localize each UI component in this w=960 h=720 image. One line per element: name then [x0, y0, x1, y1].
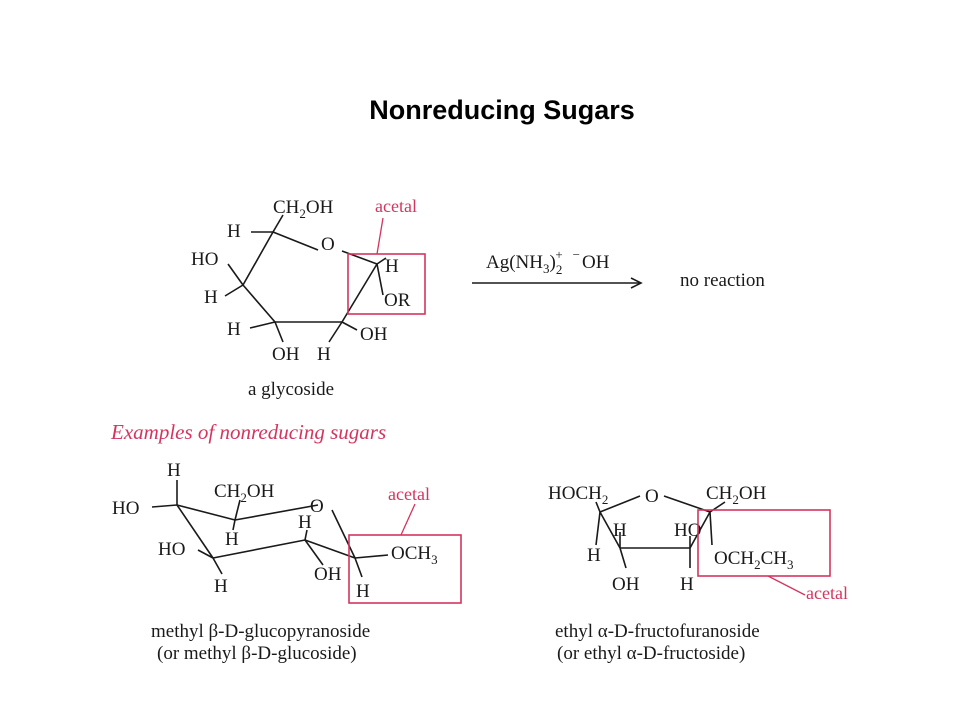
- glucoside-caption-line2: (or methyl β-D-glucoside): [157, 643, 357, 664]
- acetal-box: [347, 253, 426, 315]
- bond: [304, 539, 356, 559]
- bond: [341, 250, 378, 265]
- anomeric-h-label: H: [385, 256, 399, 277]
- bond: [234, 504, 319, 521]
- h-label: H: [587, 545, 601, 566]
- h-label: H: [317, 344, 331, 365]
- acetal-pointer: [376, 217, 384, 255]
- h-label: H: [225, 529, 239, 550]
- h-label: H: [167, 460, 181, 481]
- bond: [619, 547, 627, 569]
- glycoside-structure: CH2OH O H HO H H OH H OH H OR acetal a g…: [191, 196, 426, 400]
- fructoside-caption-line1: ethyl α-D-fructofuranoside: [555, 621, 760, 642]
- reaction: Ag(NH3)2+−OH no reaction: [472, 247, 765, 291]
- bond: [272, 214, 284, 233]
- h-label: H: [227, 319, 241, 340]
- arrow-head: [630, 277, 643, 289]
- fructoside-structure: HOCH2 O CH2OH H HO H OCH2CH3 OH H acetal…: [548, 483, 848, 664]
- h-label: H: [204, 287, 218, 308]
- bond: [272, 231, 319, 251]
- examples-heading: Examples of nonreducing sugars: [110, 420, 386, 444]
- bond: [197, 549, 214, 559]
- ho-label: HO: [112, 498, 139, 519]
- bond: [176, 504, 236, 521]
- anomeric-or-label: OR: [384, 290, 411, 311]
- bond: [599, 495, 641, 513]
- acetal-label: acetal: [375, 196, 417, 216]
- bond: [354, 557, 363, 578]
- acetal-box: [697, 509, 831, 577]
- bond: [376, 257, 387, 265]
- hoch2-label: HOCH2: [548, 483, 608, 507]
- h-label: H: [214, 576, 228, 597]
- bond: [242, 284, 276, 323]
- ch2oh-label: CH2OH: [273, 197, 334, 221]
- h-label: H: [227, 221, 241, 242]
- reagent-label: Ag(NH3)2+−OH: [486, 247, 610, 277]
- ring-oxygen-label: O: [645, 486, 659, 507]
- acetal-label: acetal: [388, 484, 430, 504]
- bond: [274, 321, 284, 343]
- bond: [689, 511, 711, 549]
- ring-oxygen-label: O: [310, 496, 324, 517]
- fructoside-caption-line2: (or ethyl α-D-fructoside): [557, 643, 745, 664]
- ch2oh-label: CH2OH: [214, 481, 275, 505]
- bond: [212, 539, 306, 559]
- anomeric-h-label: H: [356, 581, 370, 602]
- bond: [234, 499, 241, 521]
- ch2oh-label: CH2OH: [706, 483, 767, 507]
- bond: [242, 231, 274, 286]
- oh-label: OH: [360, 324, 388, 345]
- glycoside-caption: a glycoside: [248, 379, 334, 400]
- och2ch3-label: OCH2CH3: [714, 548, 794, 572]
- bond: [376, 263, 384, 296]
- glucoside-structure: H HO CH2OH O H H HO OCH3 H OH H acetal m…: [112, 460, 462, 664]
- bond: [341, 321, 358, 331]
- oh-label: OH: [612, 574, 640, 595]
- acetal-box: [348, 534, 462, 604]
- bond: [232, 519, 236, 531]
- bond: [151, 504, 178, 508]
- h-label: H: [298, 512, 312, 533]
- bond: [595, 511, 601, 546]
- bond: [176, 504, 214, 559]
- ho-label: HO: [674, 520, 701, 541]
- acetal-label: acetal: [806, 583, 848, 603]
- h-label: H: [613, 520, 627, 541]
- h-label: H: [680, 574, 694, 595]
- ho-label: HO: [191, 249, 218, 270]
- bond: [249, 321, 276, 329]
- bond: [328, 321, 343, 343]
- oh-label: OH: [314, 564, 342, 585]
- bond: [304, 529, 308, 541]
- ho-label: HO: [158, 539, 185, 560]
- glucoside-caption-line1: methyl β-D-glucopyranoside: [151, 621, 370, 642]
- bond: [304, 539, 324, 566]
- slide-title: Nonreducing Sugars: [369, 95, 635, 125]
- bond: [331, 509, 356, 559]
- bond: [599, 511, 621, 549]
- acetal-pointer: [400, 503, 416, 536]
- no-reaction-label: no reaction: [680, 270, 765, 291]
- bond: [224, 284, 244, 297]
- ring-oxygen-label: O: [321, 234, 335, 255]
- och3-label: OCH3: [391, 543, 438, 567]
- oh-label: OH: [272, 344, 300, 365]
- bond: [709, 511, 713, 546]
- acetal-pointer: [767, 575, 806, 596]
- bond: [212, 557, 223, 575]
- bond: [227, 263, 244, 286]
- bond: [354, 554, 389, 559]
- bond: [595, 501, 601, 513]
